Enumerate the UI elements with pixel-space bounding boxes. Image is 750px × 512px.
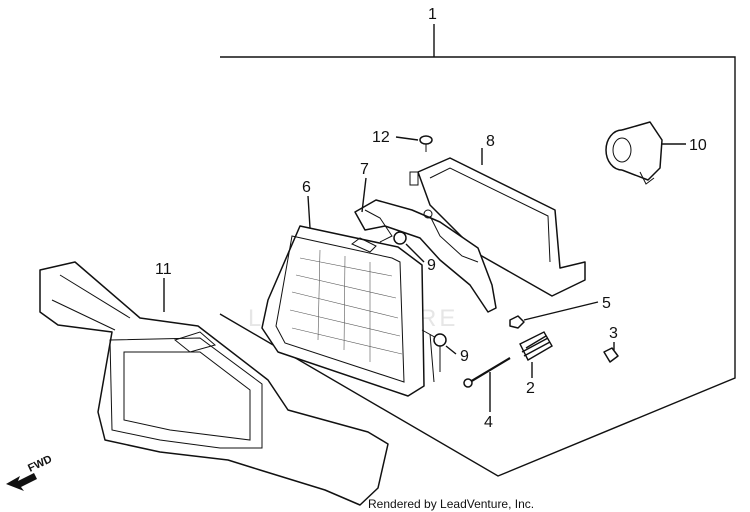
- callout-8: 8: [486, 133, 495, 150]
- fwd-label: FWD: [26, 453, 54, 474]
- part-12-screw: [395, 135, 433, 152]
- part-10-cap: [605, 121, 686, 185]
- callout-3: 3: [609, 325, 618, 342]
- credit-text: Rendered by LeadVenture, Inc.: [368, 497, 534, 511]
- callout-12: 12: [372, 129, 390, 146]
- callout-11: 11: [155, 261, 172, 278]
- part-4-screw: [463, 357, 511, 412]
- callout-4: 4: [484, 414, 493, 431]
- callout-2: 2: [526, 380, 535, 397]
- callout-5: 5: [602, 295, 611, 312]
- callout-9-upper: 9: [427, 257, 436, 274]
- callout-7: 7: [360, 161, 369, 178]
- part-2-spring: [519, 331, 553, 378]
- part-9-nut-upper: [393, 231, 425, 263]
- part-5-nut: [509, 301, 599, 329]
- assembly-outline: [219, 56, 736, 477]
- part-3-screw: [603, 342, 619, 363]
- callout-10: 10: [689, 137, 707, 154]
- part-7-frame: [354, 177, 497, 313]
- callout-6: 6: [302, 179, 311, 196]
- callout-9-lower: 9: [460, 348, 469, 365]
- callout-1: 1: [428, 6, 437, 23]
- part-8-housing: [409, 148, 586, 297]
- part-11-cowl: [39, 261, 389, 506]
- forward-arrow-icon: FWD: [6, 453, 54, 491]
- part-9-nut-lower: [433, 333, 457, 355]
